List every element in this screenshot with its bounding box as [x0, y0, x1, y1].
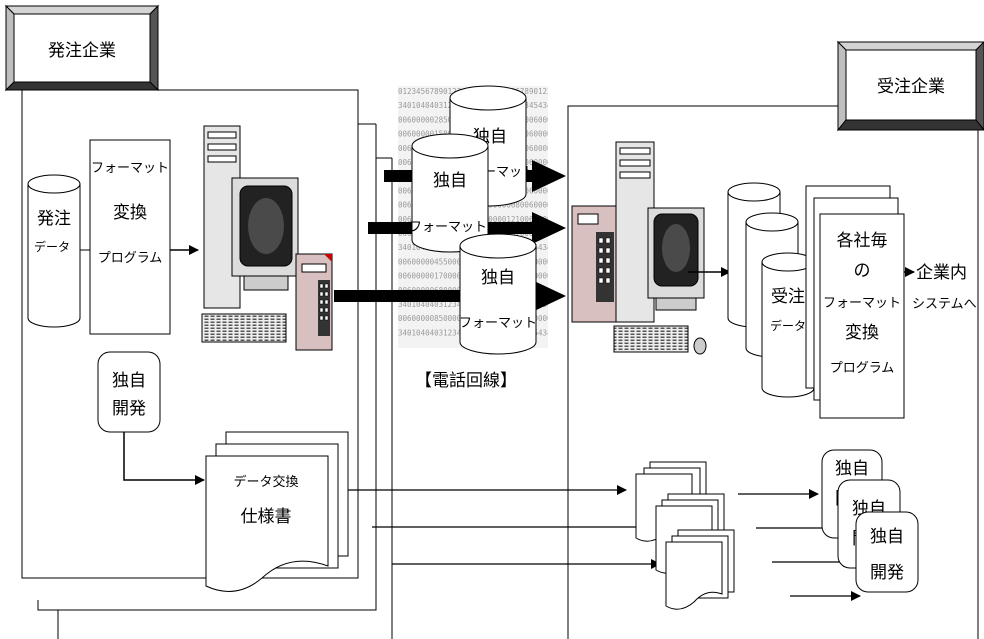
received-data-label-1: 受注 [771, 287, 805, 307]
order-data-label-1: 発注 [37, 209, 71, 229]
orderer-title: 発注企業 [48, 41, 116, 61]
to-system-label-2: システムへ [912, 297, 977, 312]
receiver-converter-1: 各社毎 [837, 231, 888, 251]
orderer-own-dev-box: 独自 開発 [97, 351, 161, 433]
orderer-own-dev-1: 独自 [112, 371, 146, 391]
receiver-title-box: 受注企業 [836, 40, 984, 132]
spec-doc-label-1: データ交換 [233, 474, 298, 490]
receiver-own-dev-1-line1: 独自 [835, 459, 869, 479]
orderer-computer-icon [201, 125, 299, 343]
spec-distribution-arrows [348, 485, 661, 569]
cylinder-3-top: 独自 [481, 268, 515, 288]
orderer-phone-icon [295, 253, 333, 351]
to-system-label-1: 企業内 [916, 263, 967, 283]
received-spec-docs [635, 461, 735, 610]
received-data-cylinders: 受注 データ [727, 182, 815, 398]
order-data-label-2: データ [34, 239, 70, 254]
received-data-label-2: データ [770, 318, 806, 333]
receiver-converter-3: フォーマット [823, 296, 901, 311]
format-converter-box: フォーマット 変換 プログラム [89, 139, 171, 335]
receiver-title: 受注企業 [877, 77, 945, 97]
cylinder-2-bottom: フォーマット [409, 220, 487, 235]
cylinder-2-top: 独自 [433, 171, 467, 191]
arrow-own-dev-to-spec [123, 432, 205, 485]
receiver-computer-icon [613, 141, 707, 355]
orderer-own-dev-2: 開発 [112, 399, 146, 419]
receiver-frames [567, 105, 979, 639]
order-data-cylinder: 発注 データ [27, 174, 81, 328]
receiver-own-dev-box-3: 独自 開発 [855, 511, 919, 593]
format-cylinder-2: 独自 フォーマット [409, 133, 489, 253]
orderer-title-box: 発注企業 [4, 4, 160, 92]
converter-label-2: 変換 [113, 203, 147, 223]
receiver-phone-icon [571, 205, 621, 323]
receiver-own-dev-3-line2: 開発 [870, 563, 904, 583]
converter-label-1: フォーマット [91, 161, 169, 176]
spec-doc-label-2: 仕様書 [241, 507, 292, 527]
cylinder-3-bottom: フォーマット [459, 316, 537, 331]
receiver-converter-stack: 各社毎 の フォーマット 変換 プログラム [805, 185, 905, 419]
receiver-own-dev-3-line1: 独自 [870, 527, 904, 547]
receiver-converter-2: の [854, 261, 871, 281]
receiver-converter-5: プログラム [830, 361, 895, 376]
spec-document-stack: データ交換 仕様書 [205, 431, 349, 592]
phone-line-label: 【電話回線】 [415, 371, 517, 391]
format-cylinder-3: 独自 フォーマット [459, 233, 537, 355]
converter-label-3: プログラム [98, 251, 163, 266]
receiver-converter-4: 変換 [845, 323, 879, 343]
